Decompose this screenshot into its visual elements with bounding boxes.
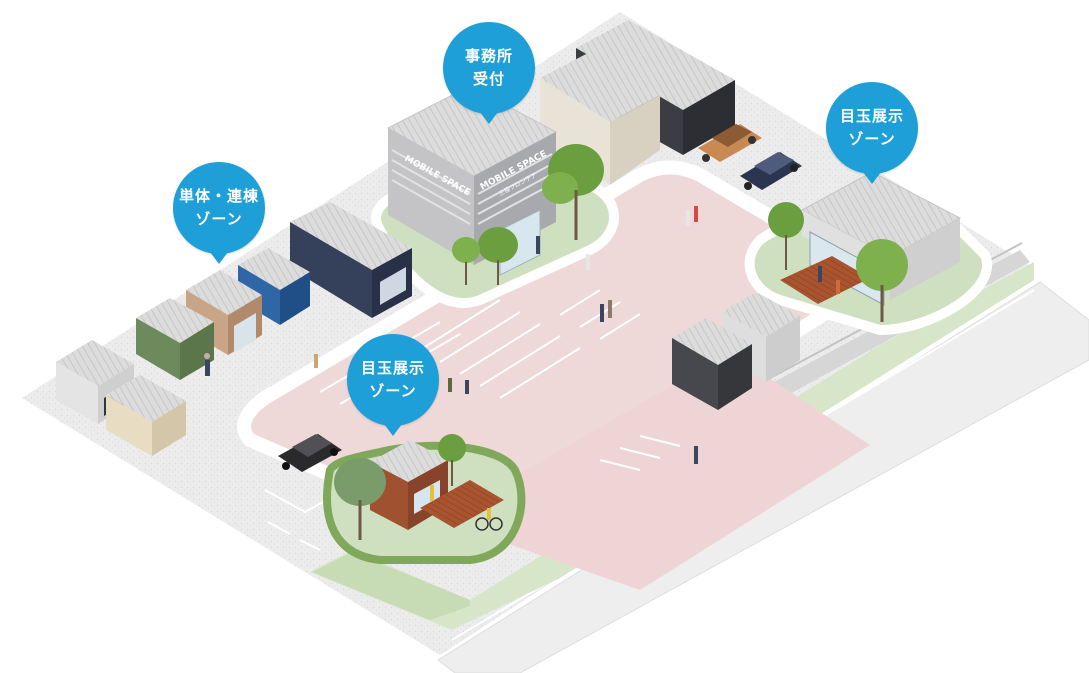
zone-office-line-2: 受付 (472, 70, 505, 88)
zone-bubble-office[interactable]: 事務所 受付 (443, 22, 535, 124)
car-black (278, 434, 342, 472)
people (204, 206, 840, 531)
zone-featured-center-line-1: 目玉展示 (360, 359, 425, 377)
zone-featured-right-line-2: ゾーン (848, 130, 896, 148)
zone-bubble-featured-right[interactable]: 目玉展示 ゾーン (826, 82, 918, 184)
zone-bubble-single[interactable]: 単体・連棟 ゾーン (173, 162, 265, 264)
container-cream (106, 375, 186, 456)
zone-single-line-2: ゾーン (195, 210, 243, 228)
trees (334, 144, 908, 540)
zone-office-line-1: 事務所 (464, 47, 513, 65)
car-orange (698, 124, 762, 162)
zone-featured-center-line-2: ゾーン (369, 382, 417, 400)
office-building: MOBILE SPACE MOBILE SPACE 三協フロンテア (386, 85, 558, 276)
container-grey-pair (672, 292, 800, 410)
zone-single-line-1: 単体・連棟 (178, 187, 259, 205)
car-navy (740, 152, 802, 190)
zone-bubble-featured-center[interactable]: 目玉展示 ゾーン (347, 334, 439, 436)
zone-featured-right-line-1: 目玉展示 (839, 107, 904, 125)
container-green (136, 298, 214, 380)
container-navy-long (290, 202, 412, 318)
